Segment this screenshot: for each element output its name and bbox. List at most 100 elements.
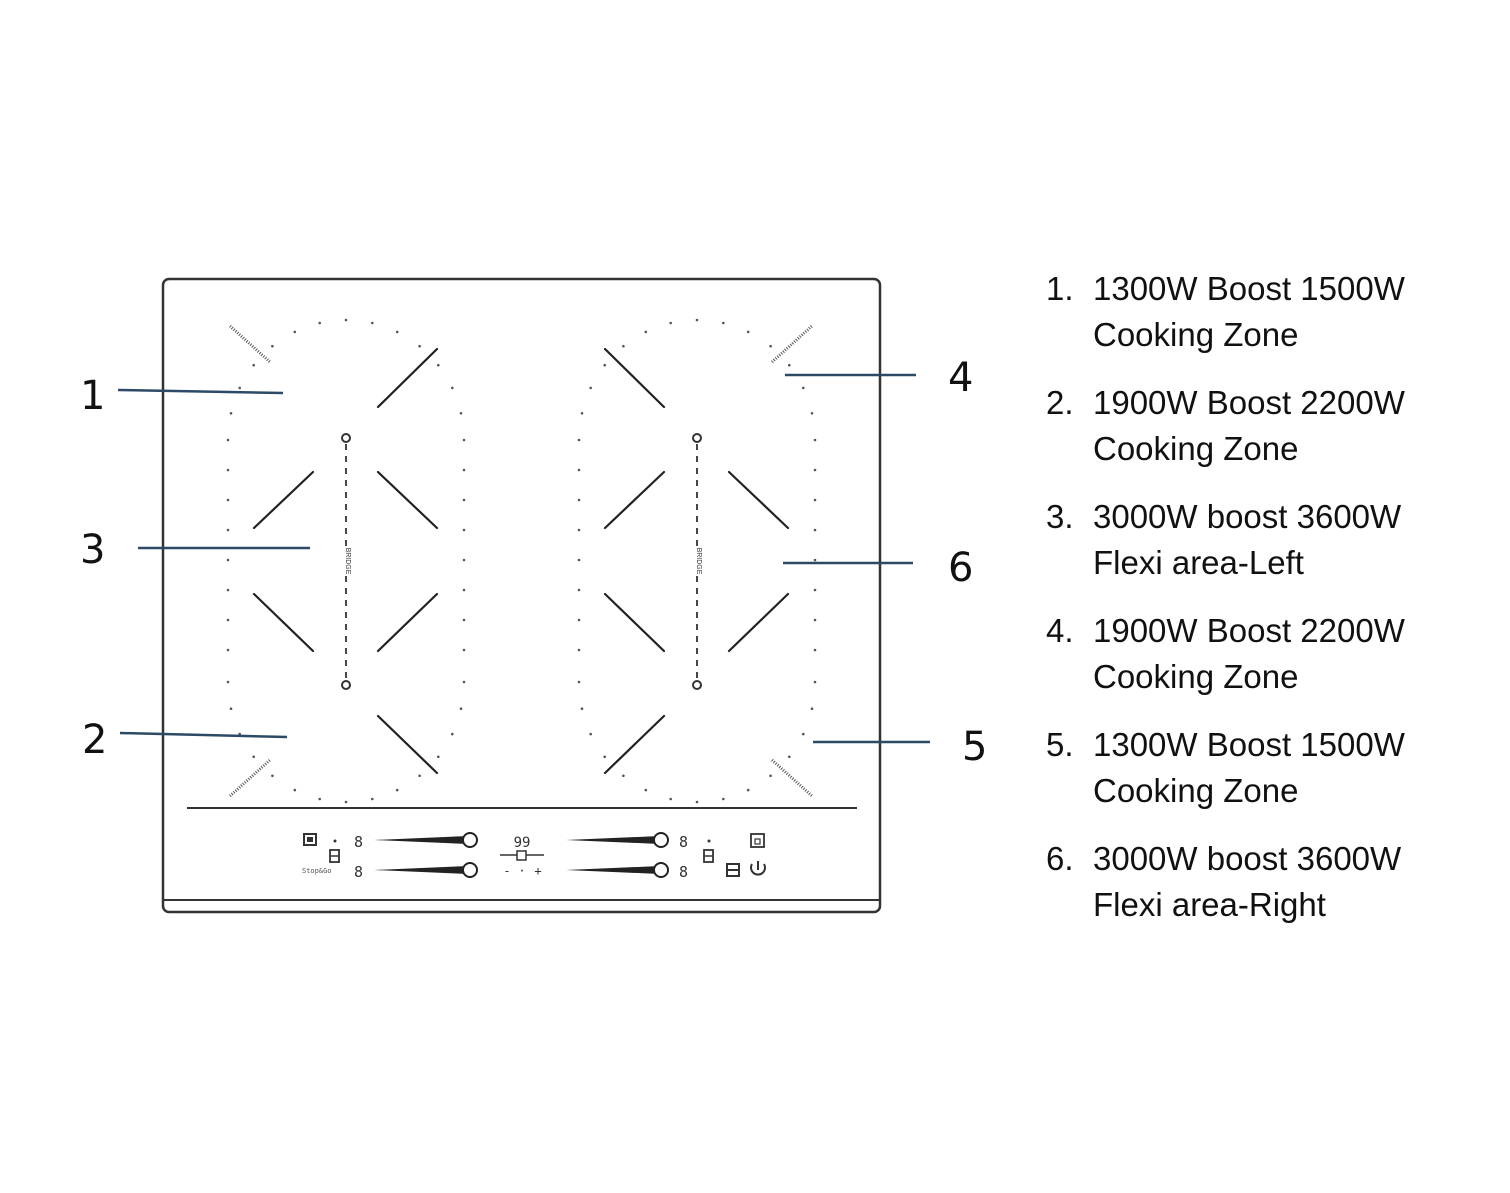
- zone-mark: [376, 347, 439, 409]
- outline-dot: [802, 732, 805, 736]
- outline-dot: [813, 680, 817, 684]
- outline-dot: [226, 438, 230, 442]
- legend-number: 4.: [1046, 612, 1074, 649]
- zone-display-top-left: 8: [354, 833, 363, 851]
- bridge-right: BRIDGE: [689, 433, 705, 690]
- outline-dot: [577, 468, 581, 472]
- timer-display: 99: [514, 835, 531, 851]
- outline-dot: [344, 800, 348, 804]
- zone-select-icon[interactable]: [303, 833, 317, 846]
- timer-dot: ·: [518, 864, 525, 878]
- outline-dot: [462, 680, 466, 684]
- outline-dot: [802, 386, 805, 390]
- outline-dot: [722, 797, 725, 801]
- outline-dot: [577, 438, 581, 442]
- slider-top-right[interactable]: [566, 836, 660, 844]
- outline-dot: [577, 618, 581, 622]
- outline-dot: [293, 788, 297, 792]
- outline-dot: [252, 363, 255, 367]
- stop-go-label[interactable]: Stop&Go: [302, 867, 332, 875]
- zone-mark: [252, 470, 315, 530]
- outline-dot: [589, 732, 592, 736]
- timer-minus[interactable]: -: [503, 864, 510, 878]
- zone-display-bottom-right: 8: [679, 863, 688, 881]
- slider-top-left[interactable]: [374, 836, 468, 844]
- outline-dot: [418, 344, 421, 348]
- outline-dot: [603, 755, 606, 759]
- callout-4: 4: [948, 355, 974, 401]
- outline-dot: [603, 363, 606, 367]
- outline-dot: [238, 386, 241, 390]
- zone-mark: [252, 592, 315, 653]
- legend-number: 5.: [1046, 726, 1074, 763]
- outline-dot: [462, 528, 466, 532]
- outline-dot: [293, 330, 297, 334]
- outline-dot: [769, 774, 772, 778]
- outline-dot: [746, 788, 750, 792]
- outline-dot: [451, 386, 454, 390]
- outline-dot: [788, 755, 791, 759]
- outline-dot: [577, 648, 581, 652]
- outline-dot: [226, 618, 230, 622]
- callout-5: 5: [962, 724, 988, 770]
- hob-outline: [161, 277, 882, 914]
- legend-line2: Cooking Zone: [1093, 772, 1299, 809]
- outline-dot: [813, 558, 817, 562]
- callout-2: 2: [82, 717, 108, 763]
- outline-dot: [462, 468, 466, 472]
- legend-line2: Flexi area-Left: [1093, 544, 1304, 581]
- outline-dot: [589, 386, 592, 390]
- outline-dot: [229, 707, 233, 710]
- slider-bottom-right[interactable]: [566, 866, 660, 874]
- outline-dot: [722, 321, 725, 325]
- outline-dot: [577, 680, 581, 684]
- zone-mark: [603, 470, 666, 530]
- callout-1: 1: [80, 373, 106, 419]
- outline-dot: [695, 318, 699, 322]
- zone-mark: [376, 714, 439, 775]
- legend-line2: Cooking Zone: [1093, 316, 1299, 353]
- outline-dot: [462, 618, 466, 622]
- outline-dot: [644, 788, 648, 792]
- zone-mark: [603, 592, 666, 653]
- outline-dot: [813, 588, 817, 592]
- legend-line1: 1300W Boost 1500W: [1093, 726, 1405, 763]
- outline-dot: [644, 330, 648, 334]
- outline-dot: [418, 774, 421, 778]
- outline-dot: [788, 363, 791, 367]
- outline-dot: [769, 344, 772, 348]
- slider-bottom-left[interactable]: [374, 866, 468, 874]
- outline-dot: [462, 558, 466, 562]
- legend-line1: 3000W boost 3600W: [1093, 840, 1402, 877]
- timer-icon[interactable]: [516, 850, 527, 861]
- outline-dot: [437, 363, 440, 367]
- zone-mark: [603, 714, 666, 775]
- legend-number: 6.: [1046, 840, 1074, 877]
- lock-icon[interactable]: [750, 833, 765, 848]
- timer-plus[interactable]: +: [534, 864, 541, 878]
- outline-dot: [695, 800, 699, 804]
- outline-dot: [462, 588, 466, 592]
- outline-dot: [462, 438, 466, 442]
- outline-dot: [669, 797, 672, 801]
- outline-dot: [318, 321, 322, 325]
- legend-number: 1.: [1046, 270, 1074, 307]
- outline-dot: [810, 707, 814, 710]
- legend-line1: 1900W Boost 2200W: [1093, 384, 1405, 421]
- legend-line1: 1300W Boost 1500W: [1093, 270, 1405, 307]
- outline-dot: [252, 755, 255, 759]
- outline-dot: [813, 498, 817, 502]
- outline-dot: [577, 498, 581, 502]
- outline-dot: [371, 321, 374, 325]
- zone-mark: [376, 470, 439, 530]
- outline-dot: [226, 648, 230, 652]
- callout-leaders: [117, 373, 930, 744]
- outline-dot: [813, 648, 817, 652]
- leader-1: [117, 388, 284, 395]
- outline-dot: [580, 412, 584, 415]
- power-icon[interactable]: [750, 861, 766, 876]
- bridge-left-label: BRIDGE: [344, 548, 351, 575]
- outline-dot: [580, 707, 584, 710]
- zone-dotted-outlines: [226, 318, 817, 804]
